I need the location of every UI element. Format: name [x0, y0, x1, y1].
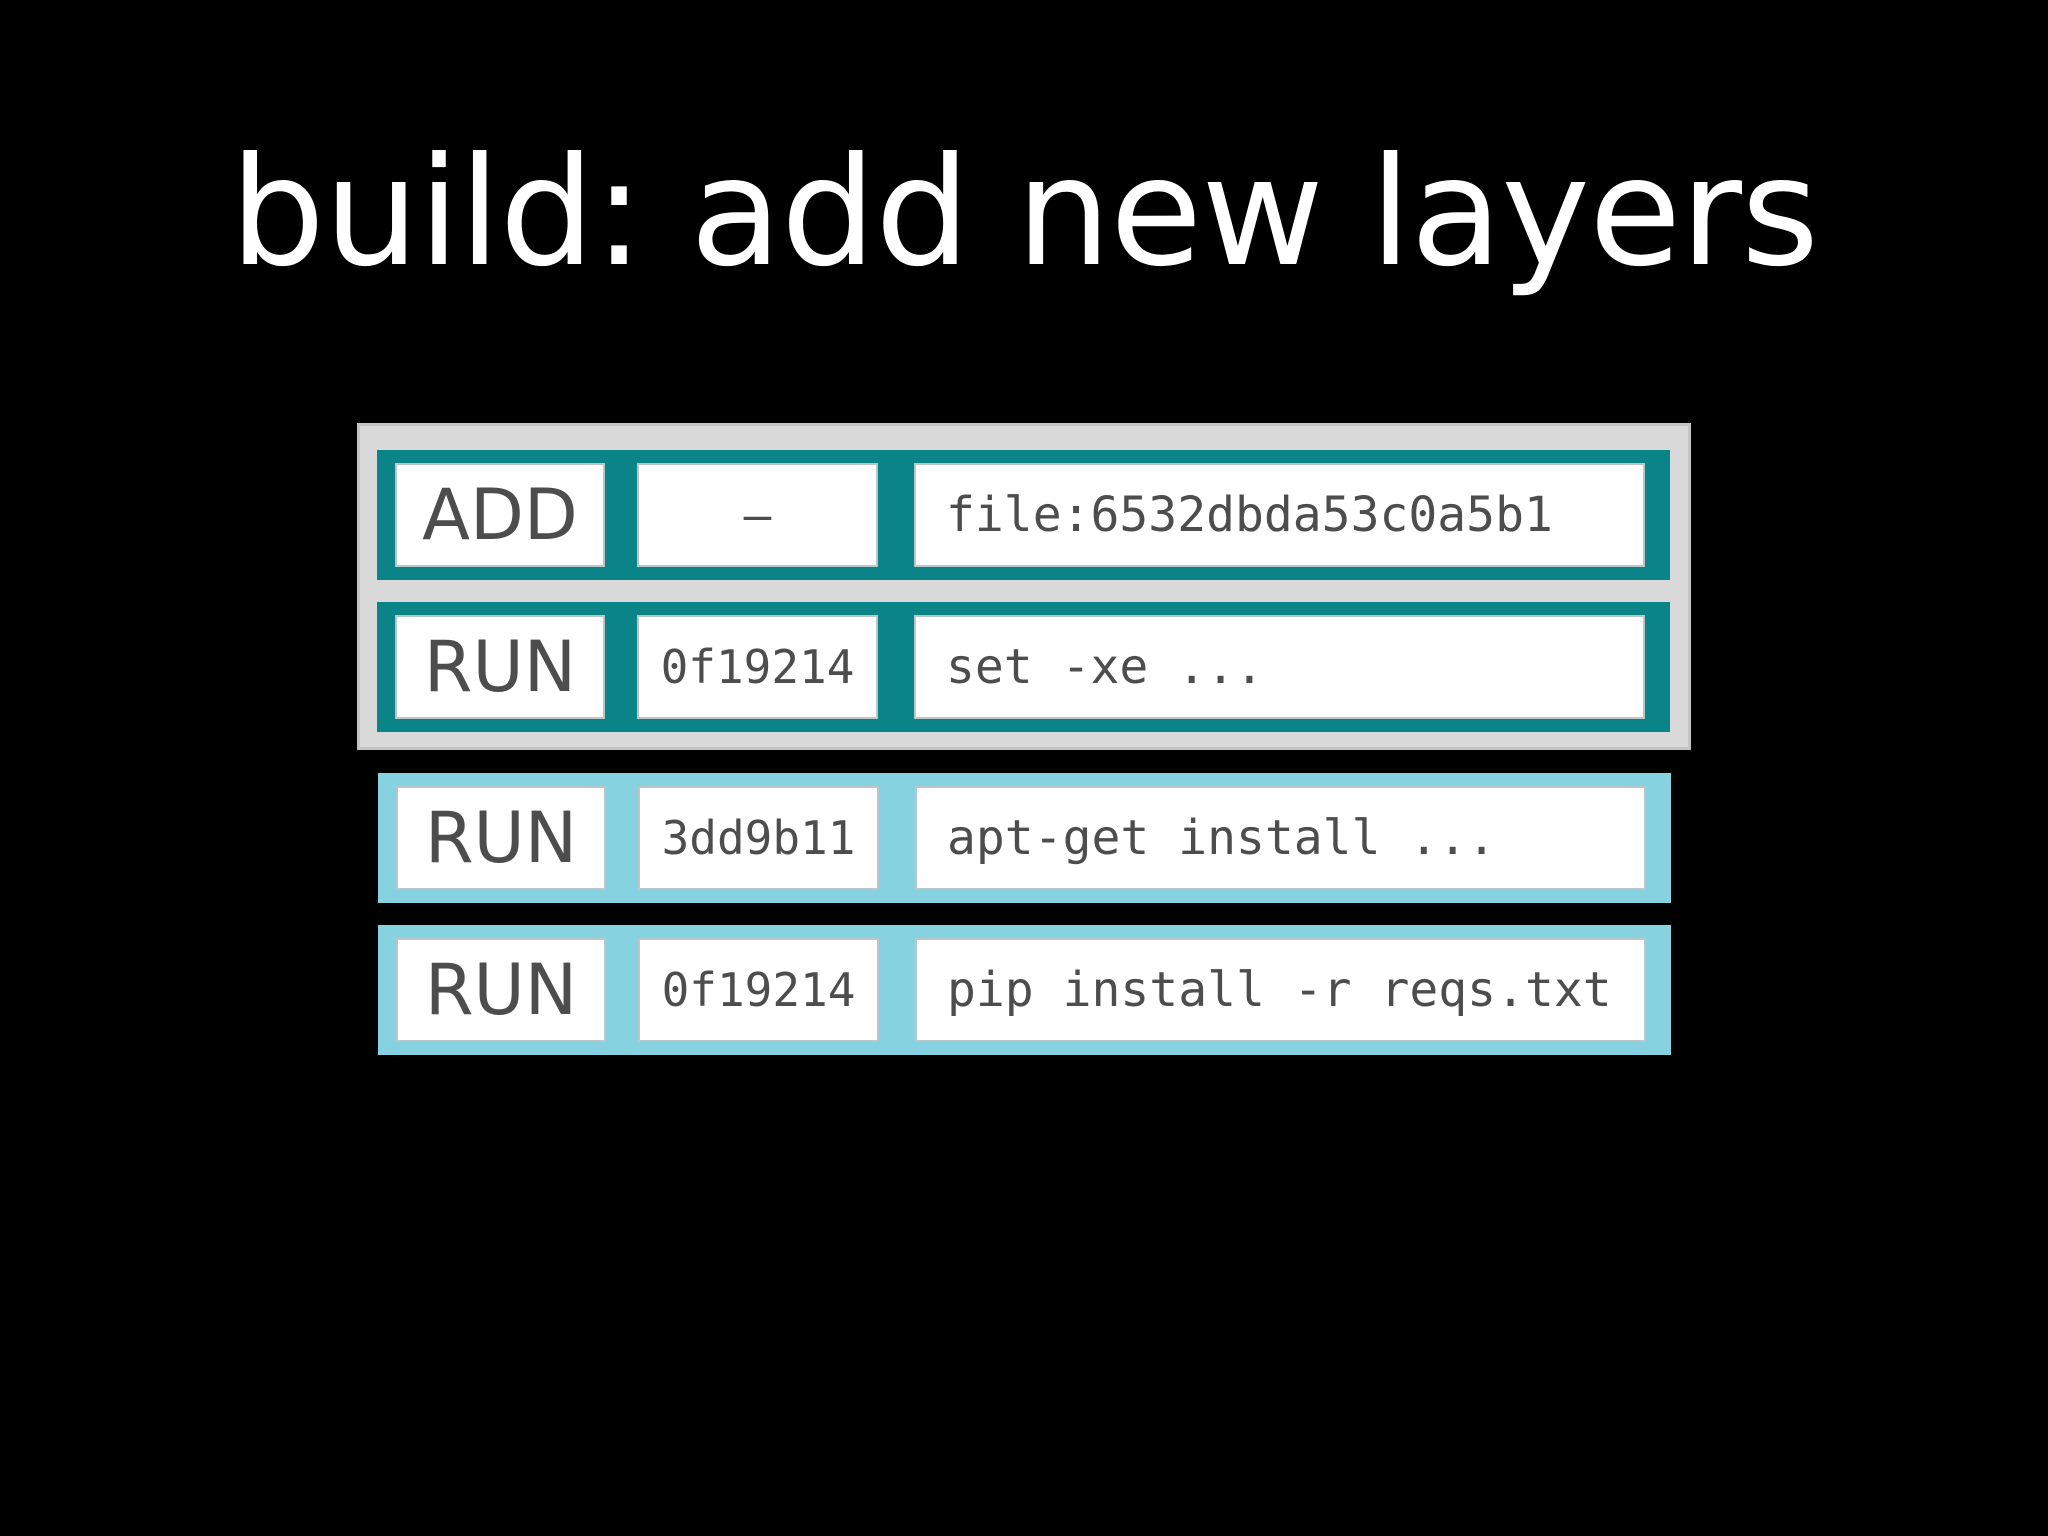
- layer-instruction: RUN: [396, 938, 606, 1042]
- layer-hash: 3dd9b11: [638, 786, 879, 890]
- layer-row-run-setxe: RUN 0f19214 set -xe ...: [377, 602, 1670, 732]
- layer-row-run-aptget: RUN 3dd9b11 apt-get install ...: [378, 773, 1671, 903]
- existing-layers-group: ADD – file:6532dbda53c0a5b1 RUN 0f19214 …: [357, 423, 1691, 750]
- layer-command: set -xe ...: [914, 615, 1645, 719]
- layer-hash: 0f19214: [638, 938, 879, 1042]
- layer-instruction: RUN: [396, 786, 606, 890]
- layer-row-add: ADD – file:6532dbda53c0a5b1: [377, 450, 1670, 580]
- layer-instruction: RUN: [395, 615, 605, 719]
- layer-command: apt-get install ...: [915, 786, 1646, 890]
- layer-command: file:6532dbda53c0a5b1: [914, 463, 1645, 567]
- layer-command: pip install -r reqs.txt: [915, 938, 1646, 1042]
- slide-title: build: add new layers: [229, 126, 1819, 300]
- layer-row-run-pip: RUN 0f19214 pip install -r reqs.txt: [378, 925, 1671, 1055]
- layer-instruction: ADD: [395, 463, 605, 567]
- layer-hash: –: [637, 463, 878, 567]
- layer-hash: 0f19214: [637, 615, 878, 719]
